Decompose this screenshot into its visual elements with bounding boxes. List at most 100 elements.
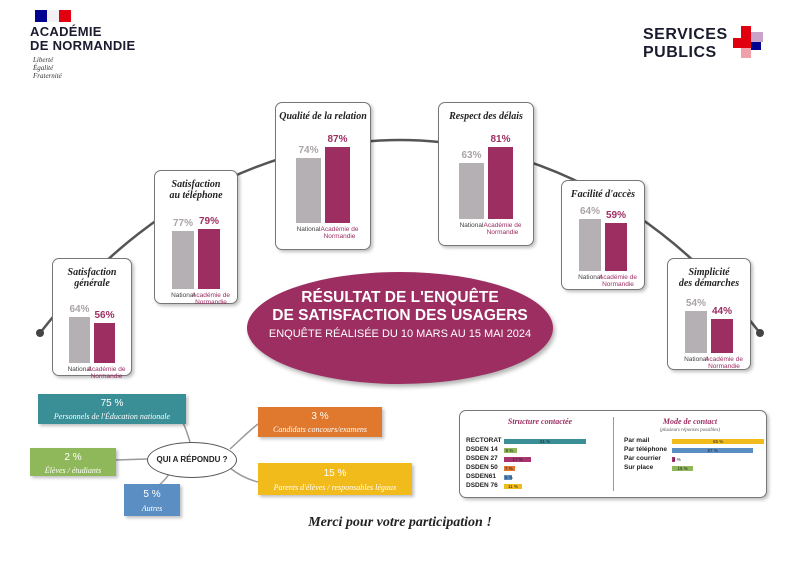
bar-academie [325, 147, 350, 223]
services-line2: PUBLICS [643, 44, 717, 61]
pct-label-academie: 87% [327, 134, 348, 145]
legend-academie-line2: Normandie [708, 363, 740, 370]
card-title-line1: Satisfaction [67, 267, 117, 278]
pct-label-academie: 59% [605, 210, 626, 221]
structure-title: Structure contactée [507, 417, 573, 426]
legend-academie-line2: Normandie [602, 281, 634, 288]
contact-row-value: 2 % [673, 456, 681, 462]
panel-divider [613, 417, 614, 491]
motto-egalite: Égalité [33, 64, 54, 72]
thank-you-message: Merci pour votre participation ! [308, 515, 492, 530]
respondent-percent: 75 % [100, 398, 124, 409]
structure-row-label: DSDEN 27 [466, 455, 498, 462]
services-line1: SERVICES [643, 26, 728, 43]
academie-line2: DE NORMANDIE [30, 38, 136, 53]
who-responded-label: QUI A RÉPONDU ? [147, 442, 237, 478]
legend-academie-line2: Normandie [195, 299, 227, 306]
card-title-line2: générale [74, 278, 110, 289]
structure-row-label: RECTORAT [466, 437, 502, 444]
pct-label-academie: 81% [490, 134, 511, 145]
respondent-percent: 2 % [64, 452, 82, 463]
respondent-box-parents: 15 % Parents d'élèves / responsables lég… [258, 463, 412, 495]
motto-fraternite: Fraternité [33, 72, 62, 80]
legend-academie-line2: Normandie [486, 229, 519, 236]
services-publics-cross-icon [733, 26, 763, 58]
card-title-line1: Simplicité [688, 267, 730, 278]
contact-stats-panel: Structure contactée Mode de contact (plu… [459, 410, 767, 498]
bar-national [69, 317, 90, 363]
card-title-line1: Facilité d'accès [570, 189, 636, 200]
card-title-line1: Satisfaction [171, 179, 221, 190]
structure-row-value: 17 % [512, 456, 523, 462]
contact-row-label: Par mail [624, 437, 650, 444]
legend-academie-line1: Académie de [87, 366, 126, 373]
structure-row-bar [504, 438, 586, 444]
structure-row-bar [504, 483, 522, 489]
structure-row-label: DSDEN 14 [466, 446, 498, 453]
bar-academie [488, 147, 513, 219]
pct-label-academie: 79% [198, 216, 219, 227]
respondent-box-autres: 5 % Autres [124, 484, 180, 516]
respondent-box-candidats: 3 % Candidats concours/examens [258, 407, 382, 437]
respondent-percent: 5 % [143, 489, 161, 500]
flag-icon [35, 10, 71, 22]
motto-liberte: Liberté [33, 56, 54, 64]
structure-row-bar [504, 447, 517, 453]
respondent-percent: 15 % [323, 468, 347, 479]
card-title-line1: Respect des délais [449, 111, 523, 122]
contact-row-value: 65 % [713, 438, 724, 444]
card-title: Qualité de la relation [276, 111, 370, 122]
bar-national [172, 231, 194, 289]
respondent-box-personnels: 75 % Personnels de l'Éducation nationale [38, 394, 186, 424]
card-title: Respect des délais [439, 111, 533, 122]
contact-title: Mode de contact [662, 417, 718, 426]
bar-academie [94, 323, 115, 363]
center-subtitle: ENQUÊTE RÉALISÉE DU 10 MARS AU 15 MAI 20… [268, 328, 532, 340]
legend-academie-line1: Académie de [705, 356, 743, 363]
contact-row-value: 15 % [677, 465, 688, 471]
pct-label-academie: 44% [711, 306, 732, 317]
legend-academie-line2: Normandie [323, 233, 356, 240]
center-title-line2: DE SATISFACTION DES USAGERS [272, 307, 528, 324]
respondent-percent: 3 % [311, 411, 329, 422]
structure-row-bar [504, 474, 512, 480]
contact-row-label: Par téléphone [624, 446, 667, 453]
structure-row-value: 8 % [505, 447, 514, 453]
center-title-line1: RÉSULTAT DE L'ENQUÊTE [301, 289, 499, 306]
pct-label-national: 54% [685, 298, 706, 309]
legend-national: National [171, 292, 195, 299]
card-title-line1: Qualité de la relation [279, 111, 367, 122]
legend-national: National [67, 366, 92, 373]
pct-label-national: 74% [298, 145, 319, 156]
card-title-line2: au téléphone [169, 190, 223, 201]
structure-row-value: 51 % [540, 438, 551, 444]
contact-row-bar [672, 447, 753, 453]
legend-academie-line1: Académie de [483, 222, 522, 229]
card-title-line2: des démarches [678, 278, 740, 289]
respondent-box-eleves: 2 % Élèves / étudiants [30, 448, 116, 476]
legend-national: National [684, 356, 708, 363]
bar-national [296, 158, 321, 223]
services-publics-logo: SERVICES PUBLICS [643, 26, 773, 66]
structure-row-bar [504, 465, 515, 471]
legend-national: National [459, 222, 484, 229]
contact-row-bar [672, 465, 693, 471]
structure-row-label: DSDEN61 [466, 473, 496, 480]
bar-national [579, 219, 601, 271]
academie-logo: ACADÉMIE DE NORMANDIE Liberté Égalité Fr… [30, 10, 160, 80]
contact-row-bar [672, 438, 764, 444]
legend-national: National [296, 226, 321, 233]
respondent-label: Parents d'élèves / responsables légaux [273, 483, 397, 492]
